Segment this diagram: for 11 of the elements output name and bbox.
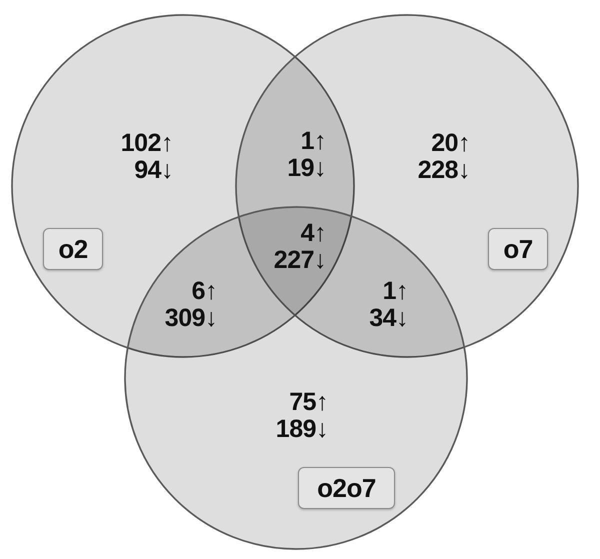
set-label: o7	[488, 228, 548, 270]
count-label: 1↑ 19↓	[287, 128, 326, 182]
count-label: 6↑ 309↓	[164, 278, 217, 332]
count-label: 1↑ 34↓	[369, 278, 408, 332]
set-circle	[124, 206, 468, 550]
count-label: 20↑ 228↓	[418, 130, 470, 184]
count-label: 4↑ 227↓	[274, 220, 326, 274]
set-label: o2	[43, 228, 103, 270]
count-label: 102↑ 94↓	[120, 130, 173, 184]
set-label: o2o7	[298, 467, 395, 509]
count-label: 75↑ 189↓	[276, 389, 328, 443]
